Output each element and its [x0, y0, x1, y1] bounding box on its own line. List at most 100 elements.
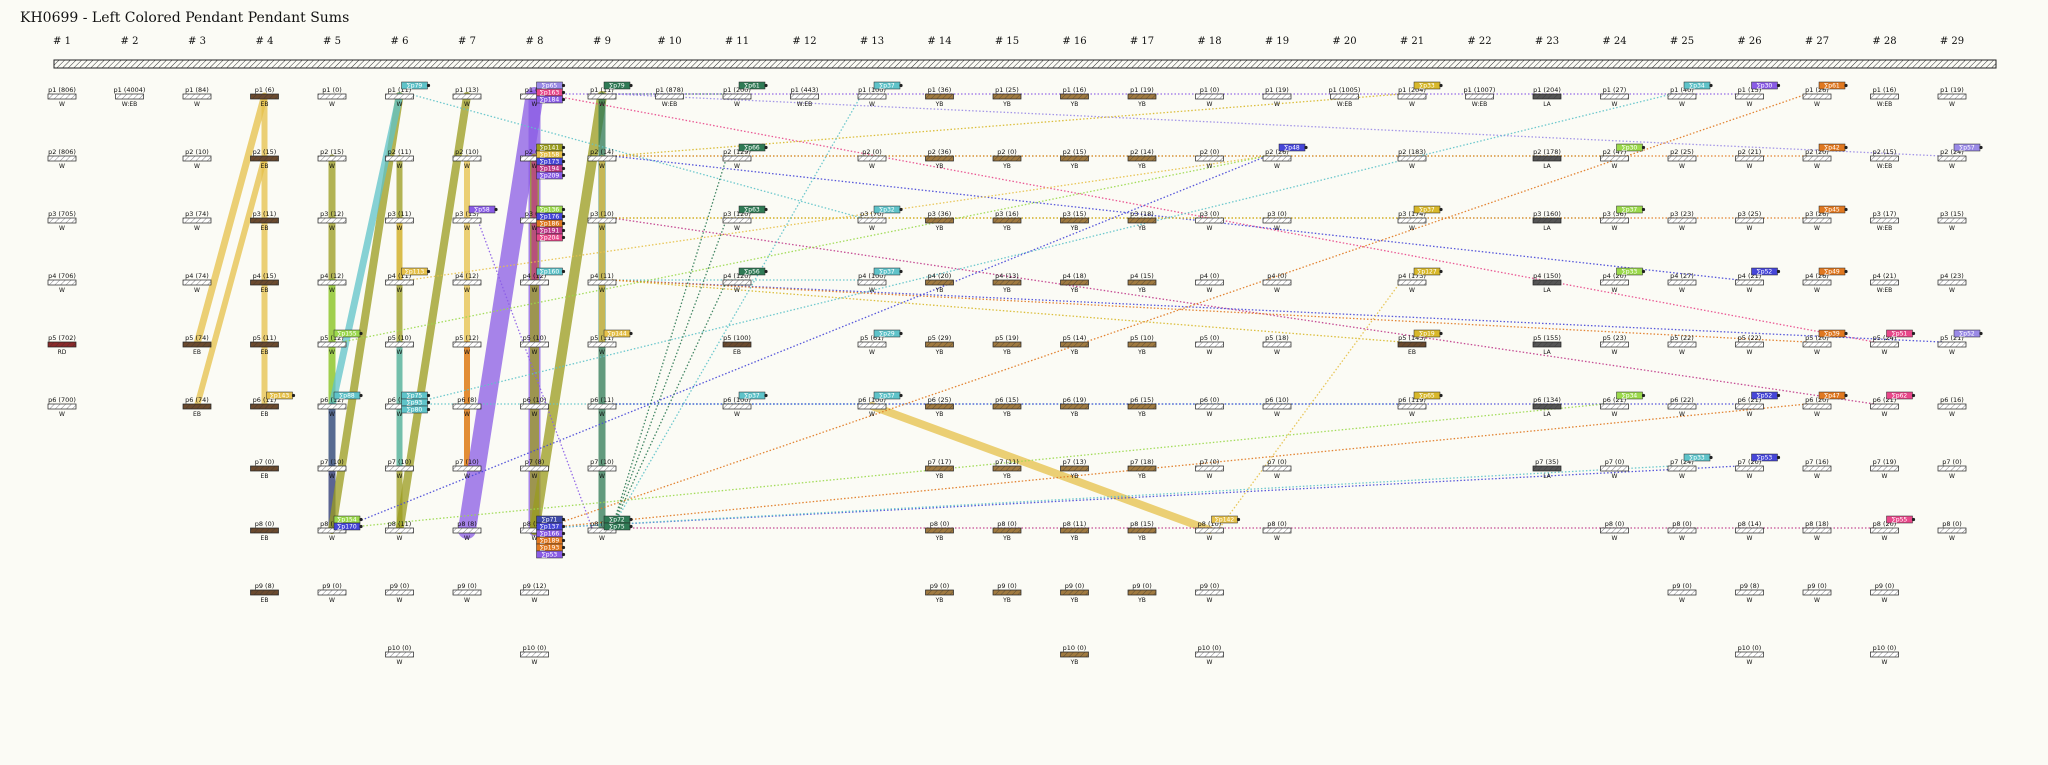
- pendant-color-code: W: [1814, 597, 1820, 604]
- pendant-knot-pattern: [385, 156, 414, 161]
- pendant-knot-pattern: [858, 156, 886, 161]
- pendant-knot-pattern: [993, 94, 1021, 99]
- pendant-color-code: W: [1949, 535, 1955, 542]
- pendant-knot-pattern: [1600, 342, 1629, 347]
- pendant: p1 (204)W: [1397, 86, 1427, 108]
- pendant: p4 (120)W: [722, 272, 752, 294]
- pendant-color-code: W: [1274, 163, 1280, 170]
- pendant-label: p5 (19): [995, 334, 1019, 342]
- pendant-label: p9 (0): [390, 582, 410, 590]
- sum-tag: ∑p137: [536, 522, 566, 531]
- pendant-color-code: W: [1679, 287, 1685, 294]
- sum-band: [328, 92, 403, 410]
- column-header: # 1: [53, 36, 71, 47]
- column-header: # 15: [995, 36, 1019, 47]
- pendant: p2 (36)YB: [925, 148, 954, 170]
- pendant-label: p1 (200): [723, 86, 751, 94]
- pendant-knot-pattern: [1735, 156, 1764, 161]
- sum-tag-label: ∑p191: [540, 228, 559, 235]
- pendant: p5 (12)W: [317, 334, 347, 356]
- pendant: p1 (204)LA: [1532, 86, 1562, 108]
- pendant: p7 (10)W: [452, 458, 482, 480]
- pendant-color-code: YB: [1002, 101, 1011, 108]
- pendant: p2 (14)YB: [1127, 148, 1157, 170]
- pendant-color-code: W: [599, 535, 605, 542]
- pendant-knot-pattern: [385, 466, 414, 471]
- pendant-label: p2 (15): [253, 148, 277, 156]
- pendant-label: p6 (74): [185, 396, 209, 404]
- pendant-label: p3 (16): [995, 210, 1019, 218]
- pendant-color-code: W: [1612, 287, 1618, 294]
- pendant: p6 (8)W: [452, 396, 482, 418]
- pendant-label: p2 (10): [455, 148, 479, 156]
- pendant-label: p6 (25): [928, 396, 952, 404]
- pendant-label: p8 (11): [590, 520, 614, 528]
- pendant-label: p3 (10): [590, 210, 614, 218]
- sum-tag-label: ∑p155: [337, 331, 356, 338]
- sum-tag-knot: [561, 538, 566, 543]
- pendant: p3 (0)W: [1195, 210, 1224, 232]
- pendant-color-code: YB: [1002, 163, 1011, 170]
- pendant-color-code: W: [1612, 473, 1618, 480]
- pendant: p2 (806)W: [47, 148, 77, 170]
- pendant-label: p1 (19): [1940, 86, 1964, 94]
- pendant-label: p4 (26): [1805, 272, 1829, 280]
- column-header: # 8: [526, 36, 544, 47]
- pendant-knot-pattern: [588, 342, 616, 347]
- pendant-color-code: W: [397, 597, 403, 604]
- pendant: p5 (19)YB: [992, 334, 1022, 356]
- pendant: p7 (10)W: [317, 458, 347, 480]
- pendant: p5 (11)W: [587, 334, 617, 356]
- pendant-knot-pattern: [1870, 156, 1899, 161]
- pendant: p5 (24)W: [1870, 334, 1899, 356]
- pendant: p6 (100)W: [857, 396, 887, 418]
- sum-tag-label: ∑p184: [540, 97, 559, 104]
- pendant: p7 (17)YB: [925, 458, 954, 480]
- pendant: p1 (100)W: [857, 86, 887, 108]
- pendant-knot-pattern: [1195, 342, 1224, 347]
- pendant-color-code: W: [397, 287, 403, 294]
- pendant-knot-pattern: [1060, 652, 1089, 657]
- pendant-knot-pattern: [115, 94, 144, 99]
- pendant: p2 (10)W: [452, 148, 482, 170]
- pendant-knot-pattern: [1803, 590, 1831, 595]
- sum-tag-label: ∑p45: [1824, 207, 1840, 214]
- pendant-color-code: W: [1814, 535, 1820, 542]
- pendant: p1 (25)YB: [992, 86, 1022, 108]
- pendant-knot-pattern: [588, 218, 616, 223]
- pendant-label: p1 (8): [525, 86, 545, 94]
- sum-tag-label: ∑p193: [540, 545, 559, 552]
- pendant: p3 (11)W: [385, 210, 414, 232]
- sum-tag-knot: [426, 407, 431, 412]
- pendant: p10 (0)W: [1735, 644, 1764, 666]
- pendant-label: p2 (20): [1805, 148, 1829, 156]
- pendant-knot-pattern: [588, 94, 616, 99]
- pendant-label: p2 (15): [1063, 148, 1087, 156]
- pendant: p8 (0)W: [1667, 520, 1697, 542]
- pendant-color-code: W: [1747, 101, 1753, 108]
- pendant: p5 (18)W: [1262, 334, 1292, 356]
- pendant-knot-pattern: [250, 404, 279, 409]
- pendant-knot-pattern: [385, 590, 414, 595]
- pendant-label: p3 (120): [723, 210, 751, 218]
- pendant-color-code: W: [329, 225, 335, 232]
- pendant-color-code: YB: [935, 287, 944, 294]
- pendant-knot-pattern: [183, 156, 211, 161]
- pendant-label: p9 (0): [997, 582, 1017, 590]
- pendant-color-code: W: [1747, 225, 1753, 232]
- sum-link: [341, 155, 1268, 343]
- pendant-label: p1 (19): [1130, 86, 1154, 94]
- sum-tag-knot: [1776, 393, 1781, 398]
- column-header: # 5: [323, 36, 341, 47]
- pendant-knot-pattern: [925, 94, 954, 99]
- pendant-knot-pattern: [385, 218, 414, 223]
- pendant-label: p8 (0): [1605, 520, 1625, 528]
- pendant-color-code: W: [1814, 349, 1820, 356]
- pendant-color-code: W: [1207, 101, 1213, 108]
- pendant: p7 (0)W: [1600, 458, 1629, 480]
- pendant: p7 (0)W: [1262, 458, 1292, 480]
- pendant-label: p7 (10): [455, 458, 479, 466]
- sum-tag: ∑p204: [536, 233, 566, 242]
- pendant: p7 (20)W: [1735, 458, 1764, 480]
- pendant-knot-pattern: [993, 342, 1021, 347]
